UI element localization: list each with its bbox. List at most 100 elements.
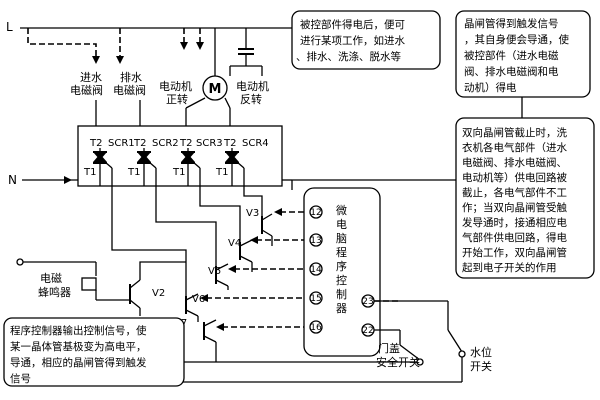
motor-reverse-label-1: 电动机 <box>236 79 269 93</box>
note-right-line-9: 开始工作，双向晶闸管 <box>462 246 567 259</box>
transistor-v4: V4 <box>228 238 253 263</box>
mcu-char-6: 控 <box>336 273 347 287</box>
buzzer-label-2: 蜂鸣器 <box>38 285 71 299</box>
microcontroller: 微 电 脑 程 序 控 制 器 12 13 14 15 16 23 22 <box>303 187 381 357</box>
v6-label: V6 <box>192 294 205 305</box>
svg-text:14: 14 <box>310 265 322 275</box>
scr-3-t2: T2 <box>179 138 192 149</box>
inlet-valve-label-2: 电磁阀 <box>70 83 103 97</box>
load-labels: 进水 电磁阀 排水 电磁阀 电动机 正转 电动机 反转 <box>70 70 269 106</box>
microcontroller-body <box>303 187 381 357</box>
mcu-char-1: 微 <box>336 203 347 217</box>
transistor-v3: V3 <box>246 208 273 237</box>
mcu-char-7: 制 <box>336 288 347 301</box>
motor-label: M <box>209 82 222 97</box>
note-top-right-line-5: 动机）得电 <box>464 81 517 94</box>
svg-text:23: 23 <box>362 297 373 307</box>
supply-arrows <box>27 28 204 64</box>
scr-1: T2 SCR1 T1 <box>83 138 135 186</box>
svg-text:12: 12 <box>310 208 321 218</box>
scr-1-t1: T1 <box>83 167 96 178</box>
drain-valve-label-2: 电磁阀 <box>113 83 146 97</box>
motor: M <box>202 28 228 101</box>
scr-1-t2: T2 <box>89 138 102 149</box>
note-top-right-line-2: ，其自身便会导通，使 <box>464 33 569 46</box>
scr-4: T2 SCR4 T1 <box>215 138 269 186</box>
pin-14 <box>309 262 323 276</box>
live-label: L <box>6 20 13 34</box>
mcu-char-3: 脑 <box>336 232 347 245</box>
svg-text:15: 15 <box>310 294 321 304</box>
note-right-line-8: 气部件供电回路，得电 <box>462 231 567 244</box>
note-top-right-line-1: 晶闸管得到触发信号 <box>464 17 559 30</box>
buzzer-label-1: 电磁 <box>40 272 62 285</box>
note-bottom-left: 程序控制器输出控制信号，使 某一晶体管基极变为高电平， 导通，相应的晶闸管得到触… <box>3 317 185 387</box>
note-right-line-1: 双向晶闸管截止时，洗 <box>462 126 567 139</box>
motor-capacitor <box>229 28 263 76</box>
note-bottom-left-line-2: 某一晶体管基极变为高电平， <box>10 340 147 353</box>
v3-label: V3 <box>246 208 259 219</box>
note-right: 双向晶闸管截止时，洗 衣机各电气部件（进水 电磁阀、排水电磁阀、 电动机等）供电… <box>292 117 595 279</box>
scr-1-name: SCR1 <box>108 138 135 149</box>
note-top-center-line-1: 被控部件得电后，便可 <box>300 18 405 31</box>
gate-leads <box>111 168 263 296</box>
note-right-line-6: 作；当双向晶闸管受触 <box>462 201 567 214</box>
door-switch-label-2: 安全开关 <box>376 355 420 369</box>
scr-2-t2: T2 <box>133 138 146 149</box>
pin-15 <box>309 291 323 305</box>
pin-16 <box>309 320 323 334</box>
note-top-center: 被控部件得电后，便可 进行某项工作，如进水 、排水、洗涤、脱水等 <box>291 10 441 70</box>
pin-13 <box>309 233 323 247</box>
scr-4-name: SCR4 <box>242 138 269 149</box>
note-right-line-10: 起到电子开关的作用 <box>462 261 557 274</box>
note-bottom-left-line-4: 信号 <box>10 373 31 385</box>
note-top-right-line-4: 阀、排水电磁阀和电 <box>464 65 559 78</box>
svg-text:13: 13 <box>310 236 321 246</box>
scr-2-name: SCR2 <box>152 138 179 149</box>
scr-3-name: SCR3 <box>196 138 223 149</box>
drain-valve-label-1: 排水 <box>120 70 142 84</box>
water-switch-label-2: 开关 <box>470 359 492 373</box>
control-signals <box>200 208 308 331</box>
note-right-line-3: 电磁阀、排水电磁阀、 <box>462 156 567 169</box>
note-right-line-5: 截止，各电气部件不工 <box>462 186 567 199</box>
note-right-line-2: 衣机各电气部件（进水 <box>462 141 567 154</box>
pin-12 <box>309 205 323 219</box>
note-bottom-left-line-3: 导通，相应的晶闸管得到触发 <box>10 356 147 369</box>
mcu-char-8: 器 <box>336 302 347 315</box>
v4-label: V4 <box>228 238 241 249</box>
transistor-v5: V5 <box>208 263 229 287</box>
thyristor-bank <box>77 97 283 187</box>
transistor-v6: V6 <box>185 293 205 317</box>
scr-3: T2 SCR3 T1 <box>172 138 223 186</box>
neutral-bus: N <box>8 173 292 187</box>
note-top-right-line-3: 被控部件（进水电磁 <box>464 49 559 62</box>
svg-text:16: 16 <box>310 323 322 333</box>
note-top-center-line-3: 、排水、洗涤、脱水等 <box>296 50 401 63</box>
note-top-right: 晶闸管得到触发信号 ，其自身便会导通，使 被控部件（进水电磁 阀、排水电磁阀和电… <box>455 10 591 118</box>
mcu-char-2: 电 <box>336 218 347 231</box>
live-bus: L <box>6 20 301 34</box>
note-top-center-line-2: 进行某项工作，如进水 <box>300 34 405 47</box>
note-right-line-7: 发导通时，接通相应电 <box>462 216 567 229</box>
note-bottom-left-line-1: 程序控制器输出控制信号，使 <box>10 324 147 337</box>
buzzer-symbol <box>81 277 97 291</box>
mcu-char-5: 序 <box>336 259 347 273</box>
door-switch-label-1: 门盖 <box>378 341 400 355</box>
scr-4-t1: T1 <box>215 167 228 178</box>
scr-4-t2: T2 <box>223 138 236 149</box>
mcu-char-4: 程 <box>336 246 347 259</box>
buzzer-circuit: 电磁 蜂鸣器 V2 <box>16 258 186 316</box>
scr-3-t1: T1 <box>172 167 185 178</box>
motor-reverse-label-2: 反转 <box>240 92 262 106</box>
thyristor-bank-frame <box>77 125 283 187</box>
note-right-line-4: 电动机等）供电回路被 <box>462 171 567 184</box>
v5-label: V5 <box>208 266 221 277</box>
svg-text:22: 22 <box>362 326 373 336</box>
neutral-label: N <box>8 173 17 187</box>
scr-2-t1: T1 <box>127 167 140 178</box>
motor-forward-label-2: 正转 <box>166 92 188 106</box>
water-switch-label-1: 水位 <box>470 345 492 359</box>
inlet-valve-label-1: 进水 <box>80 71 102 84</box>
